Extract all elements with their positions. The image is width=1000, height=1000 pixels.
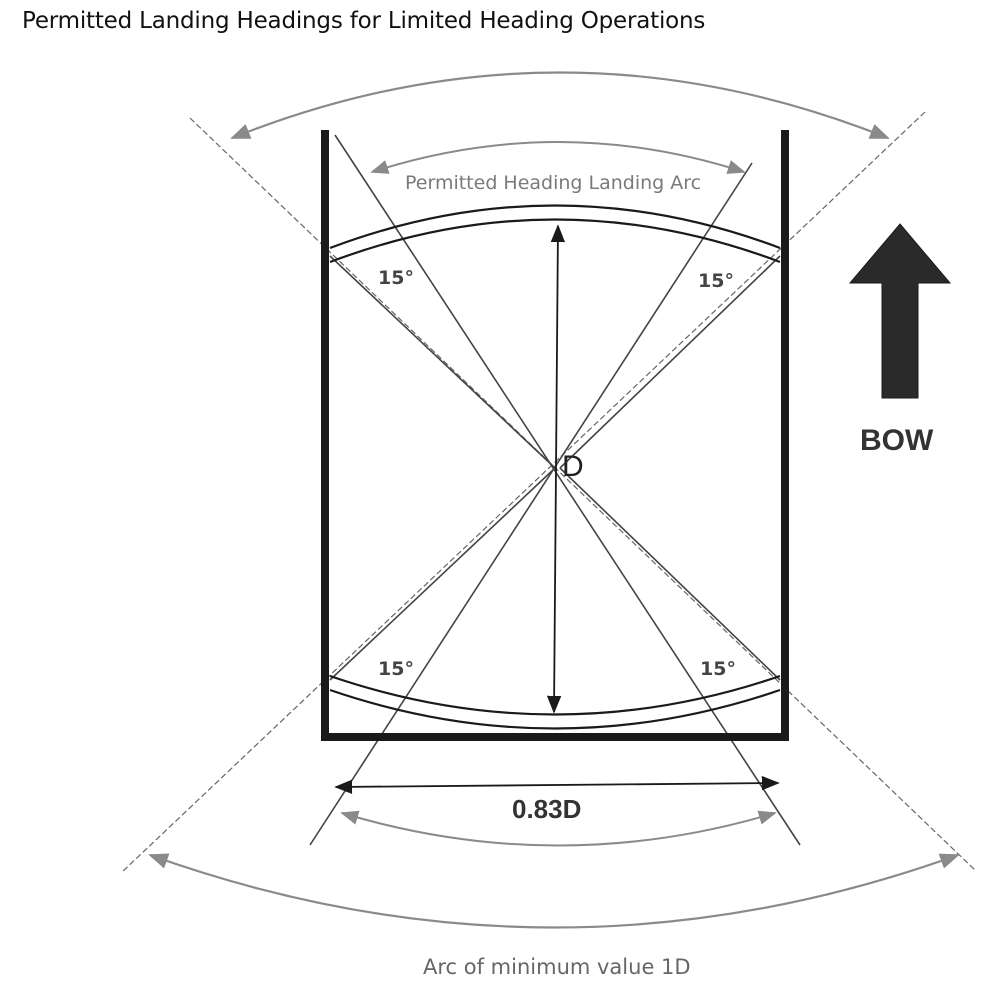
bottom-landing-arc [329,674,781,730]
dashed-line-tl-br [189,117,976,871]
direction-label: BOW [860,424,934,457]
inner-line-br [559,467,781,681]
permitted-heading-arc-arrow [370,141,746,174]
width-label: 0.83D [512,794,581,824]
dashed-line-tr-bl [121,111,926,873]
inner-line-bl [329,467,556,681]
angle-label-top-right: 15° [698,270,734,292]
inner-line-tr [559,255,781,469]
solid-line-tl-br [334,134,801,846]
angle-label-bottom-left: 15° [378,658,414,680]
width-measure-line [334,775,780,795]
angle-label-top-left: 15° [378,267,414,289]
sector-lines-dashed [121,111,976,873]
outer-top-arc-arrow [230,71,890,140]
permitted-arc-label: Permitted Heading Landing Arc [405,172,701,194]
deck-frame [321,130,789,741]
lower-arc-arrow [340,810,777,847]
sector-lines-solid [309,134,801,846]
page-title: Permitted Landing Headings for Limited H… [22,8,706,34]
arrow-up-icon [848,223,952,399]
center-label: D [562,450,584,483]
d-measure-line [546,224,566,714]
min-arc-label: Arc of minimum value 1D [423,955,691,979]
top-landing-arc [329,204,781,264]
inner-line-tl [329,255,556,469]
angle-label-bottom-right: 15° [700,658,736,680]
solid-line-tr-bl [309,162,753,846]
min-value-arc-arrow [148,853,960,929]
